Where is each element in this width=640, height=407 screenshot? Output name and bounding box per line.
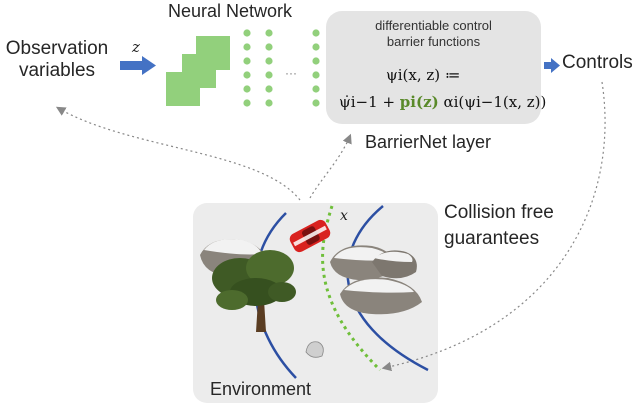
neuron-dot	[265, 43, 273, 51]
neural-network-layers	[166, 36, 230, 106]
tree-icon	[212, 250, 296, 332]
neuron-dot	[243, 99, 251, 107]
penalty-function: pi(z)	[399, 93, 439, 111]
input-arrow-icon	[120, 56, 156, 75]
neuron-dot	[312, 99, 320, 107]
output-arrow-icon	[544, 58, 560, 73]
neuron-dot	[312, 43, 320, 51]
neuron-dot	[265, 29, 273, 37]
cbf-equation-line1: ψi(x, z) ≔	[386, 66, 461, 84]
neuron-dot	[243, 57, 251, 65]
neuron-dot	[312, 29, 320, 37]
dotted-arrow-to-barriernet-icon	[309, 133, 352, 199]
neuron-dot	[243, 85, 251, 93]
x-symbol: x	[340, 208, 348, 224]
neuron-dot	[312, 71, 320, 79]
ellipsis-icon: ···	[285, 66, 297, 80]
neuron-dots	[243, 29, 320, 107]
neuron-dot	[265, 57, 273, 65]
neuron-dot	[265, 85, 273, 93]
neuron-dot	[312, 85, 320, 93]
z-symbol: z	[132, 38, 140, 56]
cbf-title: differentiable control barrier functions	[375, 18, 492, 49]
barriernet-box	[326, 11, 541, 124]
neuron-dot	[243, 29, 251, 37]
neuron-dot	[265, 71, 273, 79]
observation-variables-label: Observation variables	[5, 38, 109, 81]
car-icon	[289, 219, 331, 253]
collision-free-label: Collision free guarantees	[444, 202, 554, 249]
neuron-dot	[243, 43, 251, 51]
controls-label: Controls	[562, 52, 633, 73]
neuron-dot	[312, 57, 320, 65]
dotted-arrow-to-observation-icon	[55, 106, 301, 201]
planned-path	[321, 205, 382, 372]
cbf-equation-line2: ψ̇i−1 + pi(z) αi(ψi−1(x, z))	[339, 93, 547, 111]
dotted-arrow-to-environment-icon	[381, 81, 606, 372]
neuron-dot	[265, 99, 273, 107]
environment-label: Environment	[210, 379, 312, 399]
neuron-dot	[243, 71, 251, 79]
barriernet-layer-label: BarrierNet layer	[365, 132, 492, 152]
neural-network-title: Neural Network	[168, 1, 293, 21]
